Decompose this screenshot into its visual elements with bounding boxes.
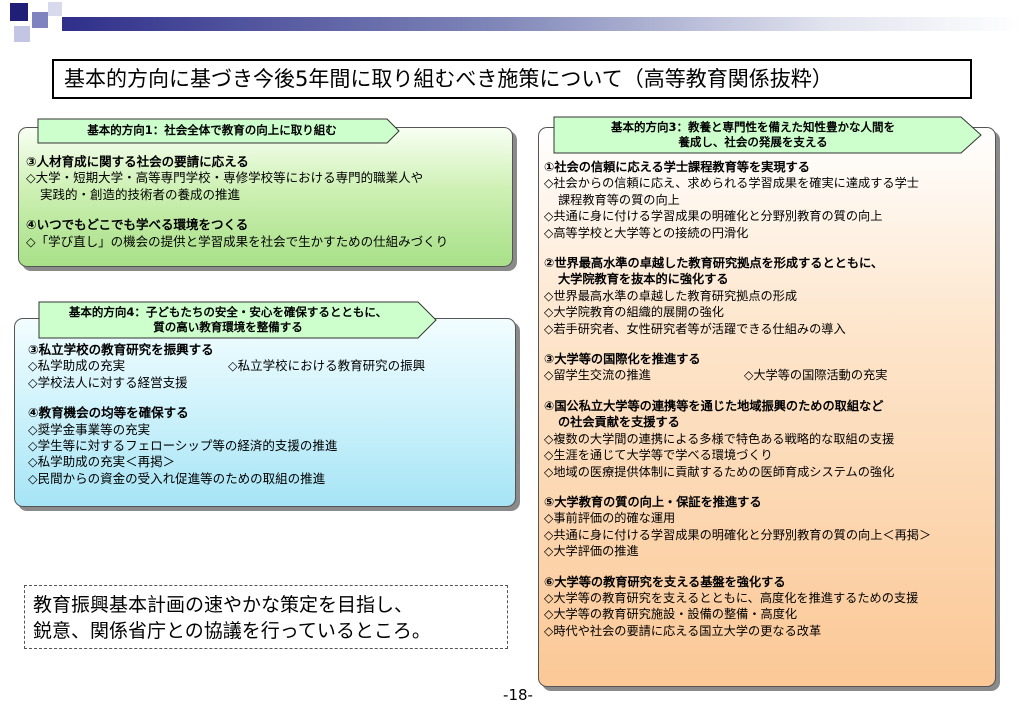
panel3-section1-heading: ①社会の信頼に応える学士課程教育等を実現する — [544, 160, 810, 174]
panel3-section2-heading2: 大学院教育を抜本的に強化する — [558, 272, 729, 287]
panel1-section1-line1: ◇大学・短期大学・高等専門学校・専修学校等における専門的職業人や — [26, 170, 424, 186]
header-square-pale — [48, 2, 62, 16]
panel3-label-line2: 養成し、社会の発展を支える — [678, 135, 828, 149]
panel3-label-arrow-shape — [553, 116, 982, 154]
panel3-section5-heading: ⑤大学教育の質の向上・保証を推進する — [544, 494, 762, 509]
panel3-section3-item-a: ◇留学生交流の推進 — [544, 368, 651, 383]
panel-direction-3 — [538, 127, 996, 687]
panel2-label-line1: 基本的方向4：子どもたちの安全・安心を確保するとともに、 — [68, 305, 388, 319]
panel2-label-arrow: 基本的方向4：子どもたちの安全・安心を確保するとともに、 質の高い教育環境を整備… — [38, 301, 438, 339]
panel1-section1-line2: 実践的・創造的技術者の養成の推進 — [40, 186, 241, 202]
panel1-section2-heading: ④いつでもどこでも学べる環境をつくる — [26, 217, 249, 233]
memo-box: 教育振興基本計画の速やかな策定を目指し、 鋭意、関係省庁との協議を行っているとこ… — [24, 585, 508, 649]
header-gradient-bar — [62, 17, 1023, 31]
page-number: -18- — [503, 686, 533, 704]
panel3-section6-line1: ◇大学等の教育研究を支えるとともに、高度化を推進するための支援 — [544, 590, 919, 605]
panel3-section1-line1: ◇社会からの信頼に応え、求められる学習成果を確実に達成する学士 — [544, 176, 919, 191]
panel3-section4-line2: ◇生涯を通じて大学等で学べる環境づくり — [544, 448, 773, 463]
panel2-section1-row1: ◇私学助成の充実 ◇私立学校における教育研究の振興 — [28, 358, 425, 374]
panel2-section2-line1: ◇奨学金事業等の充実 — [28, 421, 151, 437]
panel3-section3-item-b: ◇大学等の国際活動の充実 — [744, 368, 888, 383]
panel2-section1-item-b: ◇私立学校における教育研究の振興 — [228, 358, 426, 374]
panel3-section2-heading1: ②世界最高水準の卓越した教育研究拠点を形成するとともに、 — [544, 256, 884, 271]
panel3-section1-line2: 課程教育等の質の向上 — [558, 192, 680, 207]
memo-line1: 教育振興基本計画の速やかな策定を目指し、 — [33, 594, 414, 616]
panel3-section6-heading: ⑥大学等の教育研究を支える基盤を強化する — [544, 574, 786, 589]
panel3-section1-line4: ◇高等学校と大学等との接続の円滑化 — [544, 225, 749, 240]
panel3-section2-line2: ◇大学院教育の組織的展開の強化 — [544, 305, 724, 320]
panel3-section4-line1: ◇複数の大学間の連携による多様で特色ある戦略的な取組の支援 — [544, 431, 895, 446]
panel3-section5-line3: ◇大学評価の推進 — [544, 544, 639, 559]
panel1-label-arrow-shape — [37, 118, 400, 144]
header-square-light — [14, 26, 30, 42]
panel1-label-arrow: 基本的方向1：社会全体で教育の向上に取り組む — [37, 118, 401, 144]
panel3-section5-line1: ◇事前評価の的確な運用 — [544, 511, 676, 526]
panel2-body: ③私立学校の教育研究を振興する ◇私学助成の充実 ◇私立学校における教育研究の振… — [28, 342, 425, 487]
panel3-section4-line3: ◇地域の医療提供体制に貢献するための医師育成システムの強化 — [544, 464, 895, 479]
panel3-section6-line2: ◇大学等の教育研究施設・設備の整備・高度化 — [544, 607, 798, 622]
panel2-section2-line4: ◇民間からの資金の受入れ促進等のための取組の推進 — [28, 470, 326, 486]
panel3-section2-line1: ◇世界最高水準の卓越した教育研究拠点の形成 — [544, 288, 798, 303]
panel1-label: 基本的方向1：社会全体で教育の向上に取り組む — [87, 123, 337, 137]
panel-direction-4 — [14, 318, 516, 507]
panel-direction-1 — [18, 127, 513, 267]
header-square-mid — [32, 12, 48, 28]
memo-line2: 鋭意、関係省庁との協議を行っているところ。 — [33, 620, 431, 642]
panel3-section2-line3: ◇若手研究者、女性研究者等が活躍できる仕組みの導入 — [544, 321, 846, 336]
panel3-section6-line3: ◇時代や社会の要請に応える国立大学の更なる改革 — [544, 623, 822, 638]
panel2-section1-line2: ◇学校法人に対する経営支援 — [28, 374, 188, 390]
panel3-section4-heading1: ④国公私立大学等の連携等を通じた地域振興のための取組など — [544, 398, 884, 413]
panel3-section3-heading: ③大学等の国際化を推進する — [544, 352, 701, 367]
panel3-body: ①社会の信頼に応える学士課程教育等を実現する ◇社会からの信頼に応え、求められる… — [544, 159, 931, 639]
panel1-section1-heading: ③人材育成に関する社会の要請に応える — [26, 154, 249, 169]
header-square-dark — [10, 3, 28, 21]
panel3-label-arrow: 基本的方向3：教養と専門性を備えた知性豊かな人間を 養成し、社会の発展を支える — [553, 116, 983, 154]
panel2-section2-line3: ◇私学助成の充実＜再掲＞ — [28, 454, 176, 470]
panel3-label-line1: 基本的方向3：教養と専門性を備えた知性豊かな人間を — [611, 120, 895, 134]
panel3-section3-row1: ◇留学生交流の推進 ◇大学等の国際活動の充実 — [544, 367, 931, 383]
panel1-body: ③人材育成に関する社会の要請に応える ◇大学・短期大学・高等専門学校・専修学校等… — [26, 154, 448, 250]
panel2-section1-heading: ③私立学校の教育研究を振興する — [28, 342, 214, 357]
panel2-section1-item-a: ◇私学助成の充実 — [28, 358, 126, 374]
panel3-section4-heading2: の社会貢献を支援する — [558, 415, 680, 430]
panel2-section2-heading: ④教育機会の均等を確保する — [28, 405, 189, 421]
page-title: 基本的方向に基づき今後5年間に取り組むべき施策について（高等教育関係抜粋） — [52, 59, 972, 99]
panel3-section1-line3: ◇共通に身に付ける学習成果の明確化と分野別教育の質の向上 — [544, 209, 883, 224]
panel3-section5-line2: ◇共通に身に付ける学習成果の明確化と分野別教育の質の向上＜再掲＞ — [544, 527, 932, 542]
panel2-section2-line2: ◇学生等に対するフェローシップ等の経済的支援の推進 — [28, 438, 338, 454]
panel2-label-line2: 質の高い教育環境を整備する — [153, 320, 303, 334]
panel2-label-arrow-shape — [38, 301, 437, 339]
panel1-section2-line1: ◇「学び直し」の機会の提供と学習成果を社会で生かすための仕組みづくり — [26, 233, 449, 249]
